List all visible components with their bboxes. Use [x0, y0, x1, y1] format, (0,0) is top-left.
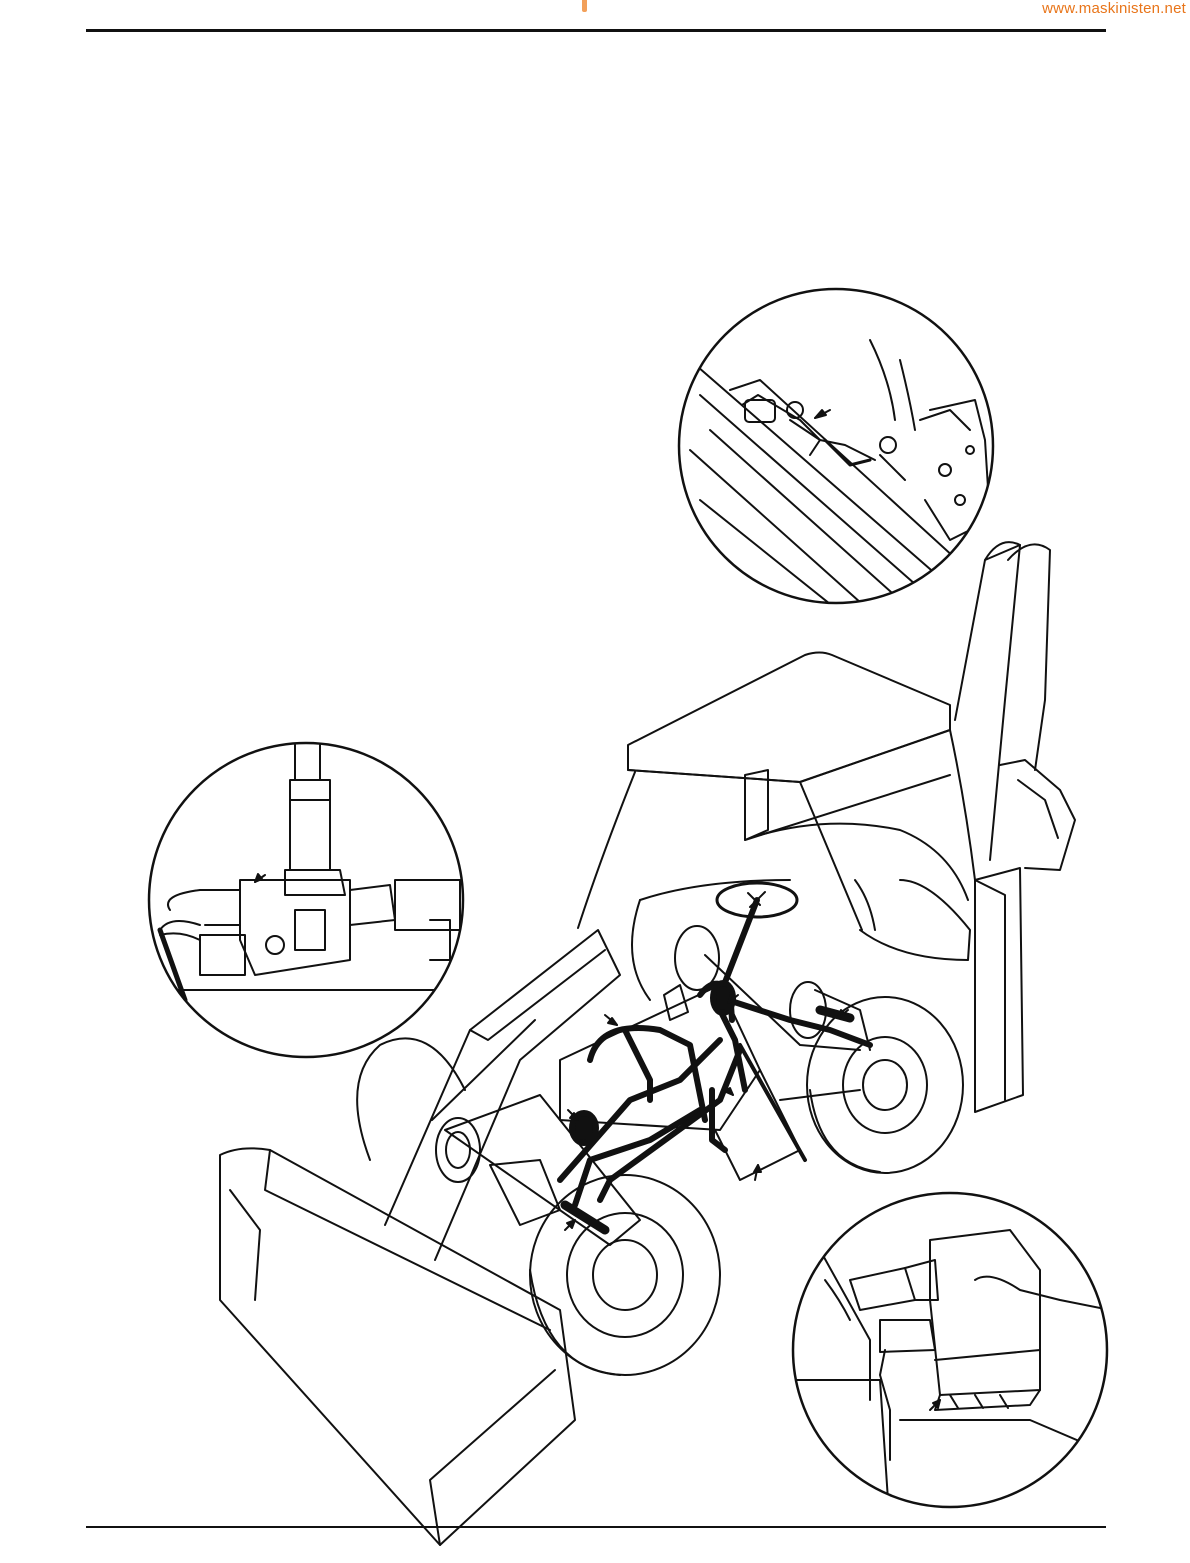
- steering-valve-detail-inset: [679, 289, 1000, 650]
- steering-hydraulic-lines: [560, 983, 870, 1230]
- backhoe-arm: [955, 542, 1075, 1112]
- wheels: [357, 997, 963, 1375]
- loader-assembly: [220, 930, 620, 1545]
- steering-wheel: [717, 883, 797, 990]
- priority-valve-detail-inset: [149, 743, 463, 1057]
- cab: [578, 653, 975, 1001]
- steering-unit-detail-inset: [793, 1193, 1110, 1530]
